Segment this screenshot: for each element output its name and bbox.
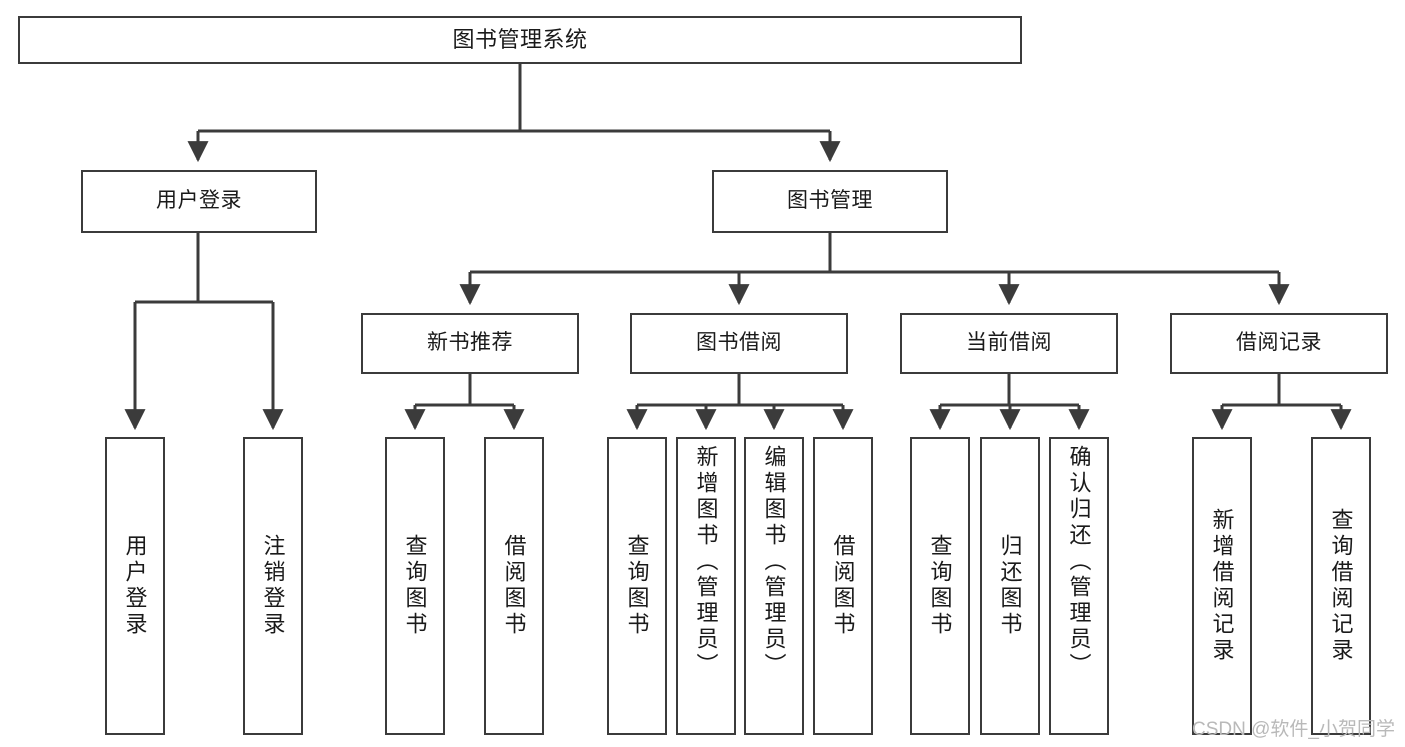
- node-leaf-confirm-return-admin[interactable]: 确认归还（管理员）: [1049, 437, 1109, 735]
- node-leaf-query-book-nb[interactable]: 查询图书: [385, 437, 445, 735]
- node-leaf-user-login-label: 用户登录: [122, 534, 148, 638]
- node-new-book-recommend-label: 新书推荐: [427, 331, 513, 355]
- node-leaf-add-book-admin[interactable]: 新增图书（管理员）: [676, 437, 736, 735]
- node-leaf-query-book-nb-label: 查询图书: [402, 534, 428, 638]
- node-book-management-label: 图书管理: [787, 189, 873, 213]
- node-leaf-confirm-return-admin-label: 确认归还（管理员）: [1066, 445, 1092, 679]
- watermark-text: CSDN @软件_小贺同学: [1192, 719, 1395, 740]
- node-leaf-return-book[interactable]: 归还图书: [980, 437, 1040, 735]
- node-leaf-borrow-book-bb-label: 借阅图书: [830, 534, 856, 638]
- node-leaf-logout-label: 注销登录: [260, 534, 286, 638]
- node-book-management[interactable]: 图书管理: [712, 170, 948, 233]
- node-borrow-record[interactable]: 借阅记录: [1170, 313, 1388, 374]
- node-leaf-query-borrow-record[interactable]: 查询借阅记录: [1311, 437, 1371, 735]
- node-root-label: 图书管理系统: [452, 27, 588, 53]
- node-root[interactable]: 图书管理系统: [18, 16, 1022, 64]
- node-leaf-add-book-admin-label: 新增图书（管理员）: [693, 445, 719, 679]
- node-leaf-query-borrow-record-label: 查询借阅记录: [1328, 508, 1354, 664]
- node-leaf-user-login[interactable]: 用户登录: [105, 437, 165, 735]
- node-leaf-query-book-bb-label: 查询图书: [624, 534, 650, 638]
- node-current-borrow-label: 当前借阅: [966, 331, 1052, 355]
- node-leaf-query-book-cb[interactable]: 查询图书: [910, 437, 970, 735]
- node-book-borrow-label: 图书借阅: [696, 331, 782, 355]
- node-current-borrow[interactable]: 当前借阅: [900, 313, 1118, 374]
- node-leaf-add-borrow-record-label: 新增借阅记录: [1209, 508, 1235, 664]
- node-leaf-borrow-book-nb[interactable]: 借阅图书: [484, 437, 544, 735]
- node-leaf-query-book-bb[interactable]: 查询图书: [607, 437, 667, 735]
- node-new-book-recommend[interactable]: 新书推荐: [361, 313, 579, 374]
- node-leaf-logout[interactable]: 注销登录: [243, 437, 303, 735]
- node-leaf-edit-book-admin-label: 编辑图书（管理员）: [761, 445, 787, 679]
- node-user-login-label: 用户登录: [156, 189, 242, 213]
- node-leaf-add-borrow-record[interactable]: 新增借阅记录: [1192, 437, 1252, 735]
- node-borrow-record-label: 借阅记录: [1236, 331, 1322, 355]
- node-book-borrow[interactable]: 图书借阅: [630, 313, 848, 374]
- node-leaf-borrow-book-bb[interactable]: 借阅图书: [813, 437, 873, 735]
- node-leaf-return-book-label: 归还图书: [997, 534, 1023, 638]
- node-leaf-borrow-book-nb-label: 借阅图书: [501, 534, 527, 638]
- node-leaf-edit-book-admin[interactable]: 编辑图书（管理员）: [744, 437, 804, 735]
- node-user-login[interactable]: 用户登录: [81, 170, 317, 233]
- node-leaf-query-book-cb-label: 查询图书: [927, 534, 953, 638]
